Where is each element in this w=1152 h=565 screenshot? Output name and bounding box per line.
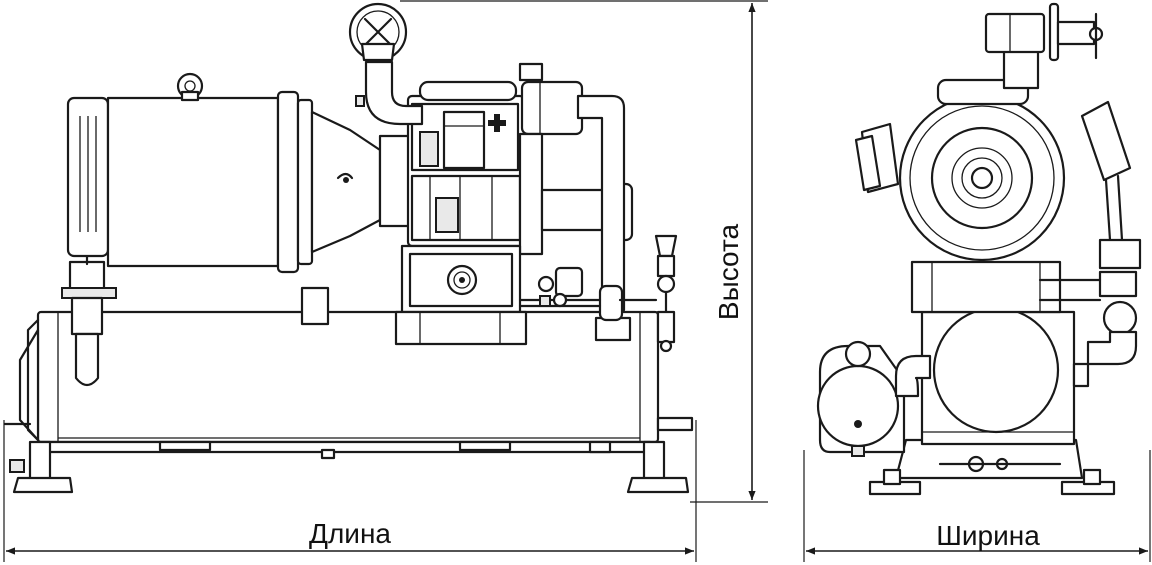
height-label: Высота [713, 223, 744, 320]
compressor [66, 72, 382, 326]
dimension-width [803, 450, 1151, 562]
side-vessel [920, 306, 1076, 473]
width-label: Ширина [936, 520, 1040, 551]
front-view [3, 2, 694, 494]
side-motor [898, 78, 1066, 314]
suction-riser [61, 250, 117, 387]
drive-housing [378, 80, 526, 248]
side-left-housing [816, 122, 932, 457]
condenser-shell [18, 310, 660, 460]
discharge-pipe [576, 94, 632, 342]
dimension-height [400, 0, 768, 503]
front-foot-right [626, 416, 694, 494]
front-foot-left [3, 422, 74, 494]
side-base-frame [868, 438, 1116, 496]
side-view [816, 2, 1142, 496]
dimension-length [3, 420, 697, 562]
relief-valve [618, 234, 678, 353]
length-label: Длина [309, 518, 391, 549]
liquid-line-valves [518, 266, 602, 308]
handwheel-valve [348, 2, 424, 126]
side-right-piping [1038, 100, 1142, 388]
side-top-valve [984, 2, 1104, 90]
control-box [394, 244, 528, 346]
